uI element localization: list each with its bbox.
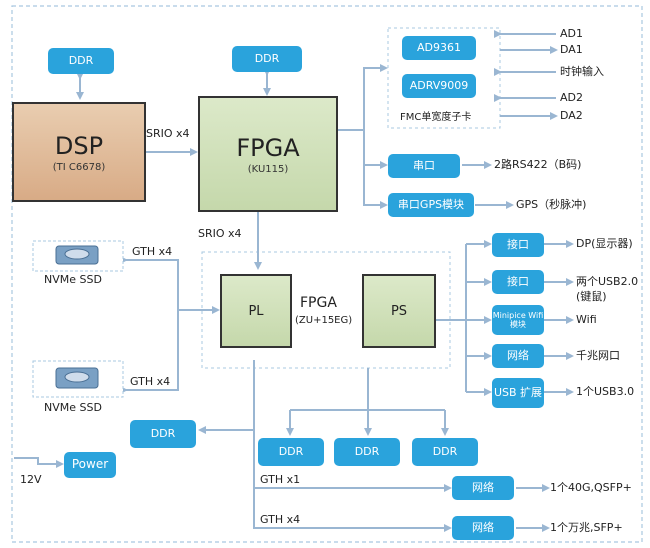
- out-qsfp: 1个40G,QSFP+: [550, 481, 632, 494]
- adrv9009-box: ADRV9009: [402, 74, 476, 98]
- pl-chip: PL: [220, 274, 292, 348]
- hard-disk-icon: [32, 240, 124, 272]
- fpga-zu-title: FPGA: [300, 295, 337, 311]
- srio-dsp-label: SRIO x4: [146, 127, 190, 140]
- net-ps-box: 网络: [492, 344, 544, 368]
- wifi-module-box: Minipice Wifi模块: [492, 305, 544, 335]
- pl-label: PL: [248, 303, 264, 319]
- out-sfp: 1个万兆,SFP+: [550, 521, 623, 534]
- power-box: Power: [64, 452, 116, 478]
- outer-frame: [11, 5, 643, 543]
- ssd-1-label: NVMe SSD: [44, 273, 102, 286]
- gth-x4-label: GTH x4: [260, 513, 301, 526]
- fpga-ku115-sub: (KU115): [247, 163, 289, 175]
- usb-ext-box: USB 扩展: [492, 378, 544, 408]
- link-fpga-fmc: [336, 64, 388, 131]
- dsp-title: DSP: [54, 131, 104, 160]
- out-wifi: Wifi: [576, 313, 597, 326]
- iface-usb2-box: 接口: [492, 270, 544, 294]
- fpga-ku115-title: FPGA: [236, 133, 300, 162]
- serial-box: 串口: [388, 154, 460, 178]
- ddr-zu-1: DDR: [258, 438, 324, 466]
- ad9361-box: AD9361: [402, 36, 476, 60]
- ps-label: PS: [390, 303, 408, 319]
- ddr-fpga: DDR: [232, 46, 302, 72]
- fmc-frame: [387, 27, 501, 129]
- out-usb30: 1个USB3.0: [576, 385, 635, 398]
- ddr-zu-left: DDR: [130, 420, 196, 448]
- dsp-sub: (TI C6678): [52, 161, 106, 173]
- v12-label: 12V: [20, 473, 42, 486]
- net-gth4-box: 网络: [452, 516, 514, 540]
- out-gige: 千兆网口: [576, 349, 620, 362]
- serial-gps-box: 串口GPS模块: [388, 193, 474, 217]
- ssd-1: NVMe SSD: [32, 240, 124, 290]
- out-clock: 时钟输入: [560, 65, 604, 78]
- out-usb20-sub: (键鼠): [576, 290, 607, 303]
- ddr-zu-3: DDR: [412, 438, 478, 466]
- out-rs422: 2路RS422（B码): [494, 158, 582, 171]
- out-usb20: 两个USB2.0: [576, 275, 639, 288]
- out-da2: DA2: [560, 109, 583, 122]
- ddr-zu-2: DDR: [334, 438, 400, 466]
- zu-frame: [201, 251, 451, 369]
- out-ad1: AD1: [560, 27, 583, 40]
- out-gps: GPS（秒脉冲): [516, 198, 587, 211]
- dsp-chip: DSP (TI C6678): [12, 102, 146, 202]
- fmc-title: FMC单宽度子卡: [400, 112, 472, 123]
- ps-chip: PS: [362, 274, 436, 348]
- hard-disk-icon: [32, 360, 124, 398]
- out-dp: DP(显示器): [576, 237, 633, 250]
- iface-dp-box: 接口: [492, 233, 544, 257]
- out-ad2: AD2: [560, 91, 583, 104]
- gth-ssd1-label: GTH x4: [132, 245, 173, 258]
- ssd-2: NVMe SSD: [32, 360, 124, 416]
- out-da1: DA1: [560, 43, 583, 56]
- net-gth1-box: 网络: [452, 476, 514, 500]
- fpga-zu-sub: (ZU+15EG): [295, 315, 353, 326]
- gth-ssd2-label: GTH x4: [130, 375, 171, 388]
- ssd-2-label: NVMe SSD: [44, 401, 102, 414]
- ddr-dsp: DDR: [48, 48, 114, 74]
- srio-zu-label: SRIO x4: [198, 227, 242, 240]
- fpga-ku115-chip: FPGA (KU115): [198, 96, 338, 212]
- gth-x1-label: GTH x1: [260, 473, 301, 486]
